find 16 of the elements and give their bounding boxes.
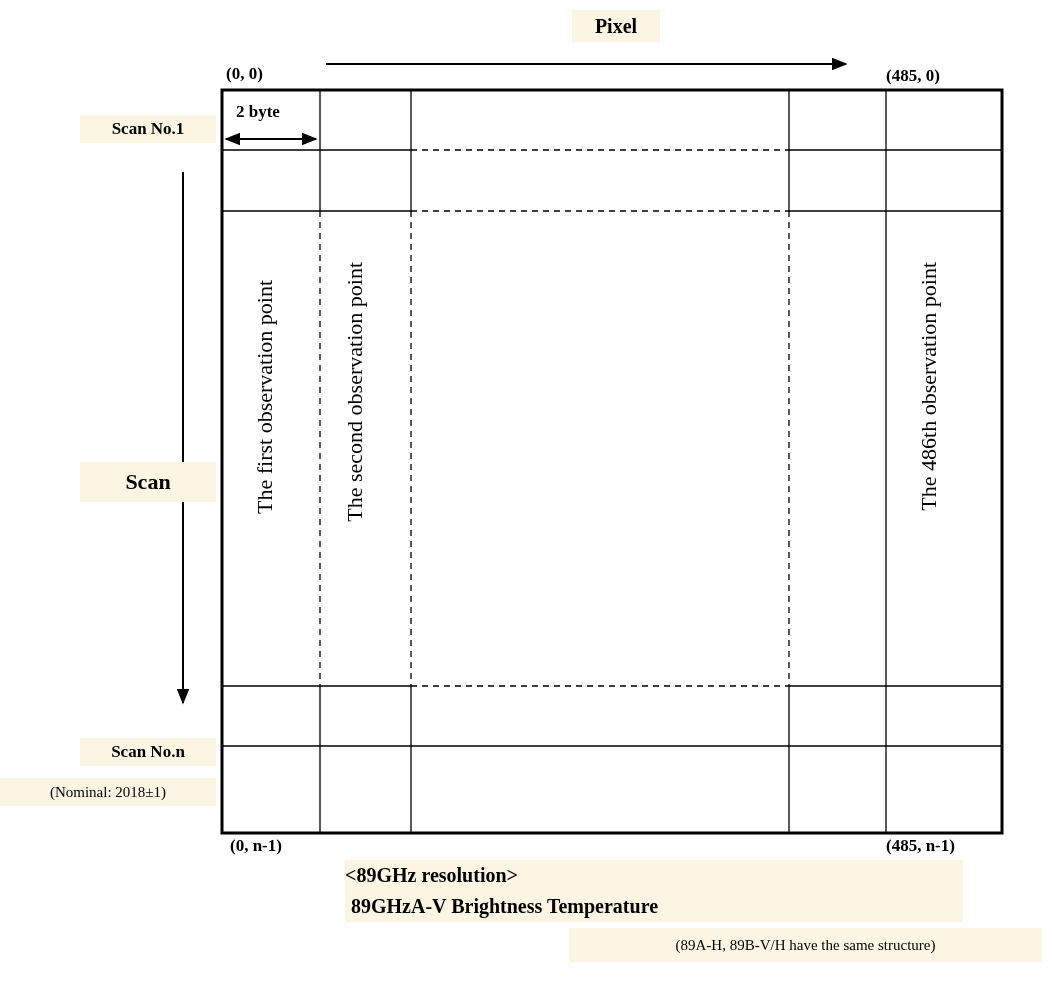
note: (89A-H, 89B-V/H have the same structure) bbox=[569, 928, 1042, 962]
dimension-label: 2 byte bbox=[236, 102, 280, 122]
note: (Nominal: 2018±1) bbox=[0, 778, 216, 806]
coordinate-label: (485, 0) bbox=[886, 66, 940, 86]
axis-label: Pixel bbox=[572, 10, 660, 42]
coordinate-label: (0, n-1) bbox=[230, 836, 282, 856]
coordinate-label: (485, n-1) bbox=[886, 836, 955, 856]
column-label: The first observation point bbox=[252, 280, 278, 514]
column-label: The second observation point bbox=[342, 262, 368, 522]
row-label: Scan No.n bbox=[80, 738, 216, 766]
axis-label: Scan bbox=[80, 462, 216, 502]
caption: <89GHz resolution> bbox=[345, 860, 963, 890]
caption: 89GHzA-V Brightness Temperature bbox=[345, 890, 963, 922]
coordinate-label: (0, 0) bbox=[226, 64, 263, 84]
row-label: Scan No.1 bbox=[80, 115, 216, 143]
column-label: The 486th observation point bbox=[916, 262, 942, 511]
